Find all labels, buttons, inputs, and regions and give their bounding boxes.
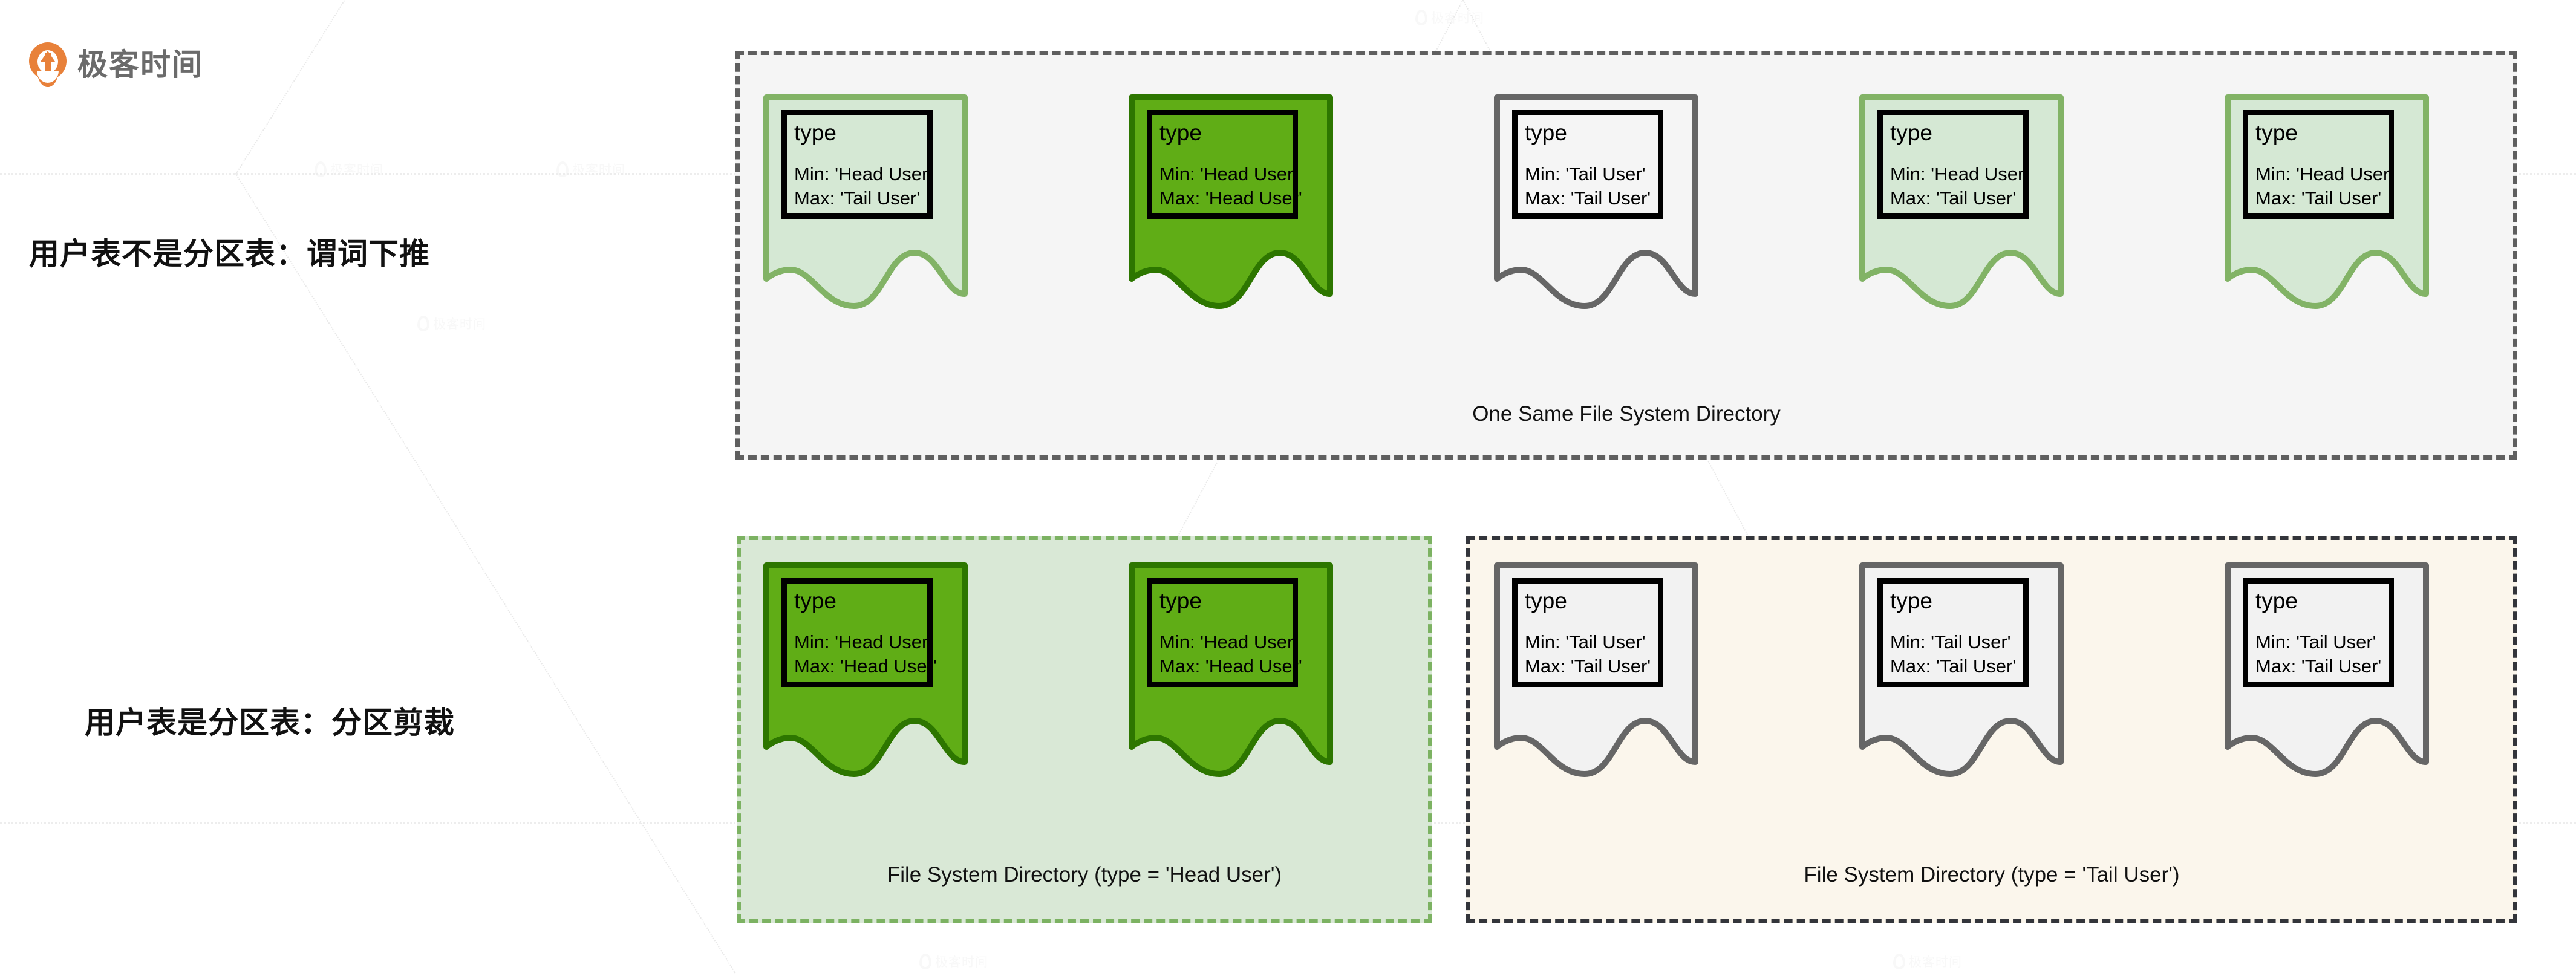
geektime-pin-icon	[29, 42, 67, 87]
watermark-text: 极客时间	[572, 163, 625, 177]
file-min-stat: Min: 'Head User'	[1159, 163, 1297, 184]
file-shape-icon	[763, 94, 968, 309]
brand-logo: 极客时间	[29, 42, 203, 87]
container-caption: File System Directory (type = 'Head User…	[887, 863, 1282, 887]
data-file-shape[interactable]: type Min: 'Head User' Max: 'Head User'	[1129, 562, 1333, 804]
file-column-name: type	[1159, 588, 1202, 613]
file-shape-icon	[1129, 562, 1333, 777]
data-file-shape[interactable]: type Min: 'Tail User' Max: 'Tail User'	[1494, 94, 1698, 336]
file-metadata-box: type Min: 'Head User' Max: 'Tail User'	[781, 110, 933, 219]
file-max-stat: Max: 'Tail User'	[1890, 187, 2017, 209]
file-max-stat: Max: 'Tail User'	[1525, 187, 1651, 209]
file-min-stat: Min: 'Tail User'	[1525, 163, 1646, 184]
container-caption: File System Directory (type = 'Tail User…	[1804, 863, 2180, 887]
file-metadata-box: type Min: 'Head User' Max: 'Tail User'	[2243, 110, 2394, 219]
watermark-pin-icon	[315, 161, 327, 177]
watermark-mark: 极客时间	[1893, 952, 1962, 971]
watermark-pin-icon	[1893, 954, 1905, 969]
file-shape-icon	[1494, 94, 1698, 309]
file-shape-icon	[1859, 94, 2064, 309]
row-label-partition-pruning: 用户表是分区表：分区剪裁	[85, 706, 455, 740]
file-min-stat: Min: 'Head User'	[2255, 163, 2393, 184]
file-shape-icon	[763, 562, 968, 777]
file-metadata-box: type Min: 'Tail User' Max: 'Tail User'	[1512, 578, 1663, 687]
data-file-shape[interactable]: type Min: 'Head User' Max: 'Tail User'	[763, 94, 968, 336]
file-shape-icon	[1859, 562, 2064, 777]
watermark-text: 极客时间	[433, 317, 486, 331]
watermark-text: 极客时间	[935, 955, 988, 969]
file-metadata-box: type Min: 'Head User' Max: 'Head User'	[1147, 578, 1302, 687]
file-min-stat: Min: 'Head User'	[1890, 163, 2028, 184]
data-file-shape[interactable]: type Min: 'Head User' Max: 'Tail User'	[2225, 94, 2429, 336]
file-min-stat: Min: 'Tail User'	[1525, 631, 1646, 652]
file-max-stat: Max: 'Head User'	[794, 655, 937, 677]
file-column-name: type	[1159, 120, 1202, 145]
file-shape-icon	[1494, 562, 1698, 777]
data-file-shape[interactable]: type Min: 'Tail User' Max: 'Tail User'	[1859, 562, 2064, 804]
file-max-stat: Max: 'Tail User'	[2255, 655, 2382, 677]
container-caption: One Same File System Directory	[1472, 402, 1781, 426]
file-shape-icon	[2225, 94, 2429, 309]
file-min-stat: Min: 'Tail User'	[2255, 631, 2376, 652]
watermark-mark: 极客时间	[919, 952, 988, 971]
file-metadata-box: type Min: 'Tail User' Max: 'Tail User'	[1512, 110, 1663, 219]
file-column-name: type	[1525, 588, 1567, 613]
watermark-pin-icon	[1415, 10, 1427, 25]
file-max-stat: Max: 'Tail User'	[1890, 655, 2017, 677]
file-column-name: type	[794, 120, 836, 145]
file-shape-icon	[2225, 562, 2429, 777]
watermark-pin-icon	[556, 161, 569, 177]
file-min-stat: Min: 'Tail User'	[1890, 631, 2011, 652]
watermark-pin-icon	[919, 954, 931, 969]
data-file-shape[interactable]: type Min: 'Tail User' Max: 'Tail User'	[2225, 562, 2429, 804]
file-column-name: type	[2255, 588, 2298, 613]
watermark-mark: 极客时间	[417, 314, 486, 333]
watermark-diagonal	[235, 173, 736, 974]
file-column-name: type	[1525, 120, 1567, 145]
file-column-name: type	[2255, 120, 2298, 145]
data-file-shape[interactable]: type Min: 'Tail User' Max: 'Tail User'	[1494, 562, 1698, 804]
file-min-stat: Min: 'Head User'	[794, 631, 932, 652]
watermark-text: 极客时间	[330, 163, 383, 177]
file-metadata-box: type Min: 'Head User' Max: 'Tail User'	[1877, 110, 2029, 219]
watermark-mark: 极客时间	[315, 160, 383, 178]
watermark-mark: 极客时间	[1415, 8, 1484, 27]
file-column-name: type	[1890, 588, 1932, 613]
watermark-text: 极客时间	[1431, 11, 1484, 25]
file-max-stat: Max: 'Head User'	[1159, 655, 1302, 677]
file-metadata-box: type Min: 'Tail User' Max: 'Tail User'	[2243, 578, 2394, 687]
file-metadata-box: type Min: 'Head User' Max: 'Head User'	[781, 578, 937, 687]
data-file-shape[interactable]: type Min: 'Head User' Max: 'Tail User'	[1859, 94, 2064, 336]
file-column-name: type	[794, 588, 836, 613]
file-min-stat: Min: 'Head User'	[794, 163, 932, 184]
file-max-stat: Max: 'Tail User'	[794, 187, 921, 209]
data-file-shape[interactable]: type Min: 'Head User' Max: 'Head User'	[763, 562, 968, 804]
file-min-stat: Min: 'Head User'	[1159, 631, 1297, 652]
watermark-pin-icon	[417, 316, 429, 331]
file-metadata-box: type Min: 'Head User' Max: 'Head User'	[1147, 110, 1302, 219]
row-label-predicate-pushdown: 用户表不是分区表：谓词下推	[29, 237, 430, 271]
brand-logo-text: 极客时间	[77, 48, 203, 82]
file-shape-icon	[1129, 94, 1333, 309]
watermark-mark: 极客时间	[556, 160, 625, 178]
data-file-shape[interactable]: type Min: 'Head User' Max: 'Head User'	[1129, 94, 1333, 336]
file-column-name: type	[1890, 120, 1932, 145]
watermark-text: 极客时间	[1909, 955, 1962, 969]
file-max-stat: Max: 'Tail User'	[1525, 655, 1651, 677]
file-max-stat: Max: 'Head User'	[1159, 187, 1302, 209]
file-max-stat: Max: 'Tail User'	[2255, 187, 2382, 209]
watermark-diagonal	[236, 0, 737, 174]
file-metadata-box: type Min: 'Tail User' Max: 'Tail User'	[1877, 578, 2029, 687]
